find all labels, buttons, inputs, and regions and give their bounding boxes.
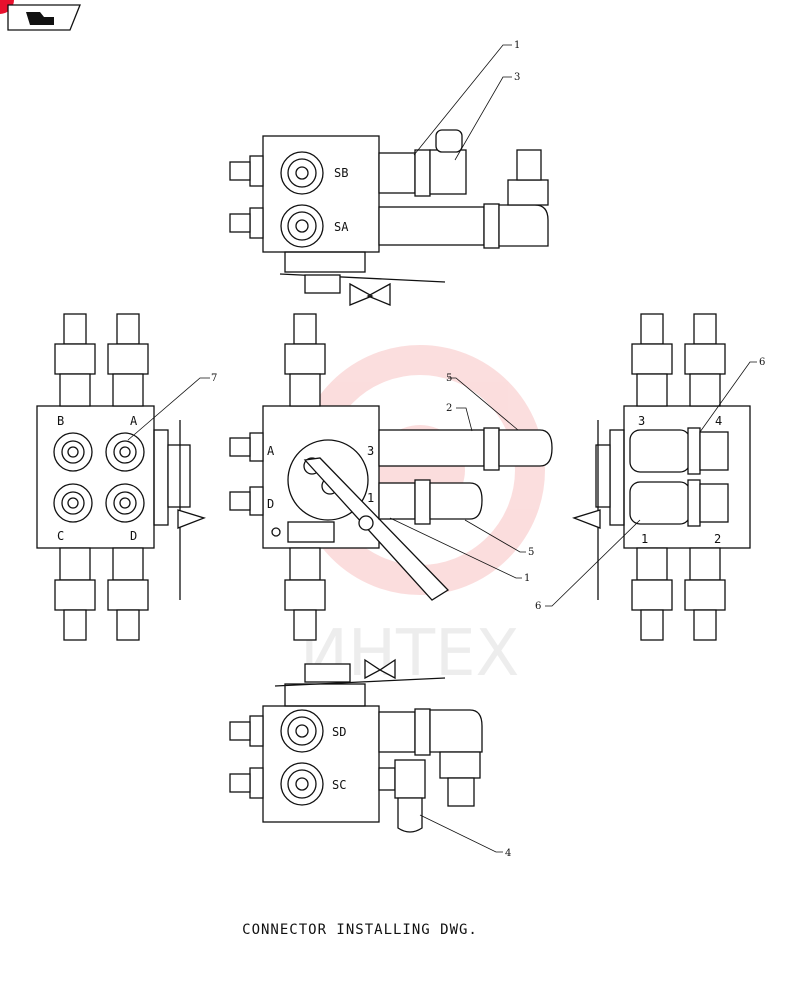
- port-label-d-center: D: [267, 497, 274, 511]
- callouts-right: 6 6: [535, 357, 765, 612]
- caption-text: CONNECTOR INSTALLING DWG.: [242, 922, 478, 938]
- callout-5-top: 5: [446, 373, 452, 384]
- port-label-1-center: 1: [367, 491, 374, 505]
- port-label-d: D: [130, 529, 137, 543]
- callout-1-top: 1: [514, 40, 520, 51]
- drawing-caption: CONNECTOR INSTALLING DWG.: [0, 922, 812, 938]
- callouts-center: 5 2 5 1: [389, 373, 534, 584]
- top-view: SB SA: [229, 129, 549, 306]
- port-label-2-right: 2: [714, 532, 721, 546]
- left-view: B A C D: [36, 313, 206, 641]
- callout-7: 7: [211, 373, 217, 384]
- bottom-view: SD SC: [229, 658, 483, 833]
- callout-7-group: 7: [127, 373, 217, 441]
- port-label-a: A: [130, 414, 138, 428]
- port-label-sa: SA: [334, 220, 349, 234]
- right-view: 3 4 1 2: [572, 313, 751, 641]
- port-label-1-right: 1: [641, 532, 648, 546]
- callouts-bottom: 4: [419, 814, 511, 859]
- port-label-4-right: 4: [715, 414, 722, 428]
- center-view: A D 3 1: [229, 313, 553, 641]
- callout-3: 3: [514, 72, 520, 83]
- callout-1-center: 1: [524, 573, 530, 584]
- callout-5-bottom: 5: [528, 547, 534, 558]
- port-label-a-center: A: [267, 444, 275, 458]
- port-label-b: B: [57, 414, 64, 428]
- callout-6-bottom: 6: [535, 601, 541, 612]
- back-arrow-icon: [26, 12, 54, 25]
- corner-nav[interactable]: [0, 0, 81, 31]
- port-label-sc: SC: [332, 778, 346, 792]
- corner-badge-icon: [0, 0, 14, 14]
- port-label-c: C: [57, 529, 64, 543]
- callouts-top: 1 3: [413, 40, 520, 161]
- port-label-3-right: 3: [638, 414, 645, 428]
- callout-2: 2: [446, 403, 452, 414]
- port-label-sb: SB: [334, 166, 348, 180]
- port-label-sd: SD: [332, 725, 346, 739]
- callout-6-top: 6: [759, 357, 765, 368]
- port-label-3-center: 3: [367, 444, 374, 458]
- callout-4: 4: [505, 848, 511, 859]
